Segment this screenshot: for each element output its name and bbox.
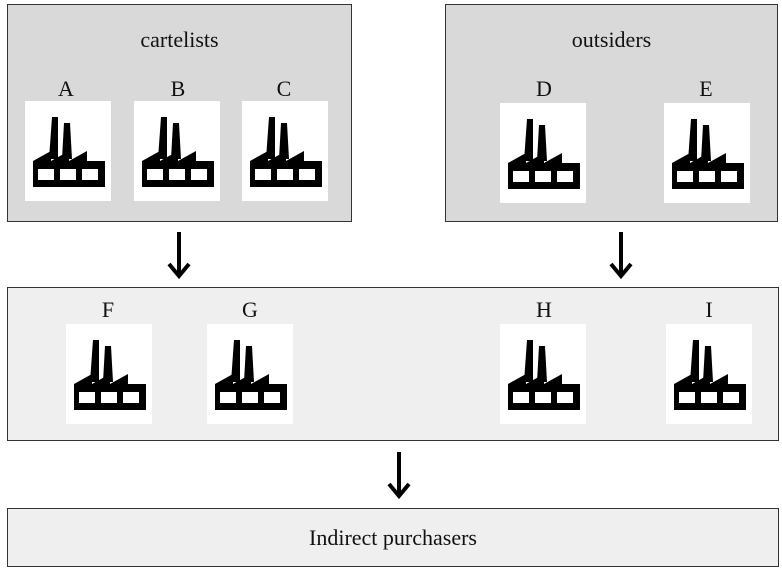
arrow-down-icon <box>384 450 414 500</box>
firm-g <box>207 324 293 424</box>
firm-i <box>666 324 752 424</box>
outsiders-box: outsiders D E <box>445 4 778 222</box>
firm-label-b: B <box>170 76 186 101</box>
cartelists-box: cartelists A B C <box>7 4 352 222</box>
firm-b <box>134 101 220 201</box>
firm-f <box>66 324 152 424</box>
arrow-down-icon <box>606 230 636 280</box>
arrow-down-icon <box>164 230 194 280</box>
firm-label-i: I <box>705 297 713 322</box>
firm-e <box>664 103 750 203</box>
firm-label-h: H <box>536 297 552 322</box>
outsiders-title: outsiders <box>571 27 652 52</box>
firm-c <box>242 101 328 201</box>
firm-d <box>500 103 586 203</box>
firm-h <box>500 324 586 424</box>
indirect-purchasers-box: Indirect purchasers <box>7 508 779 567</box>
intermediate-box: F G H I <box>7 287 779 441</box>
firm-a <box>25 101 111 201</box>
firm-label-d: D <box>536 76 552 101</box>
firm-label-g: G <box>242 297 258 322</box>
indirect-purchasers-label: Indirect purchasers <box>309 524 477 550</box>
firm-label-a: A <box>58 76 74 101</box>
firm-label-c: C <box>276 76 292 101</box>
cartelists-title: cartelists <box>140 27 219 52</box>
firm-label-f: F <box>101 297 115 322</box>
firm-label-e: E <box>699 76 713 101</box>
